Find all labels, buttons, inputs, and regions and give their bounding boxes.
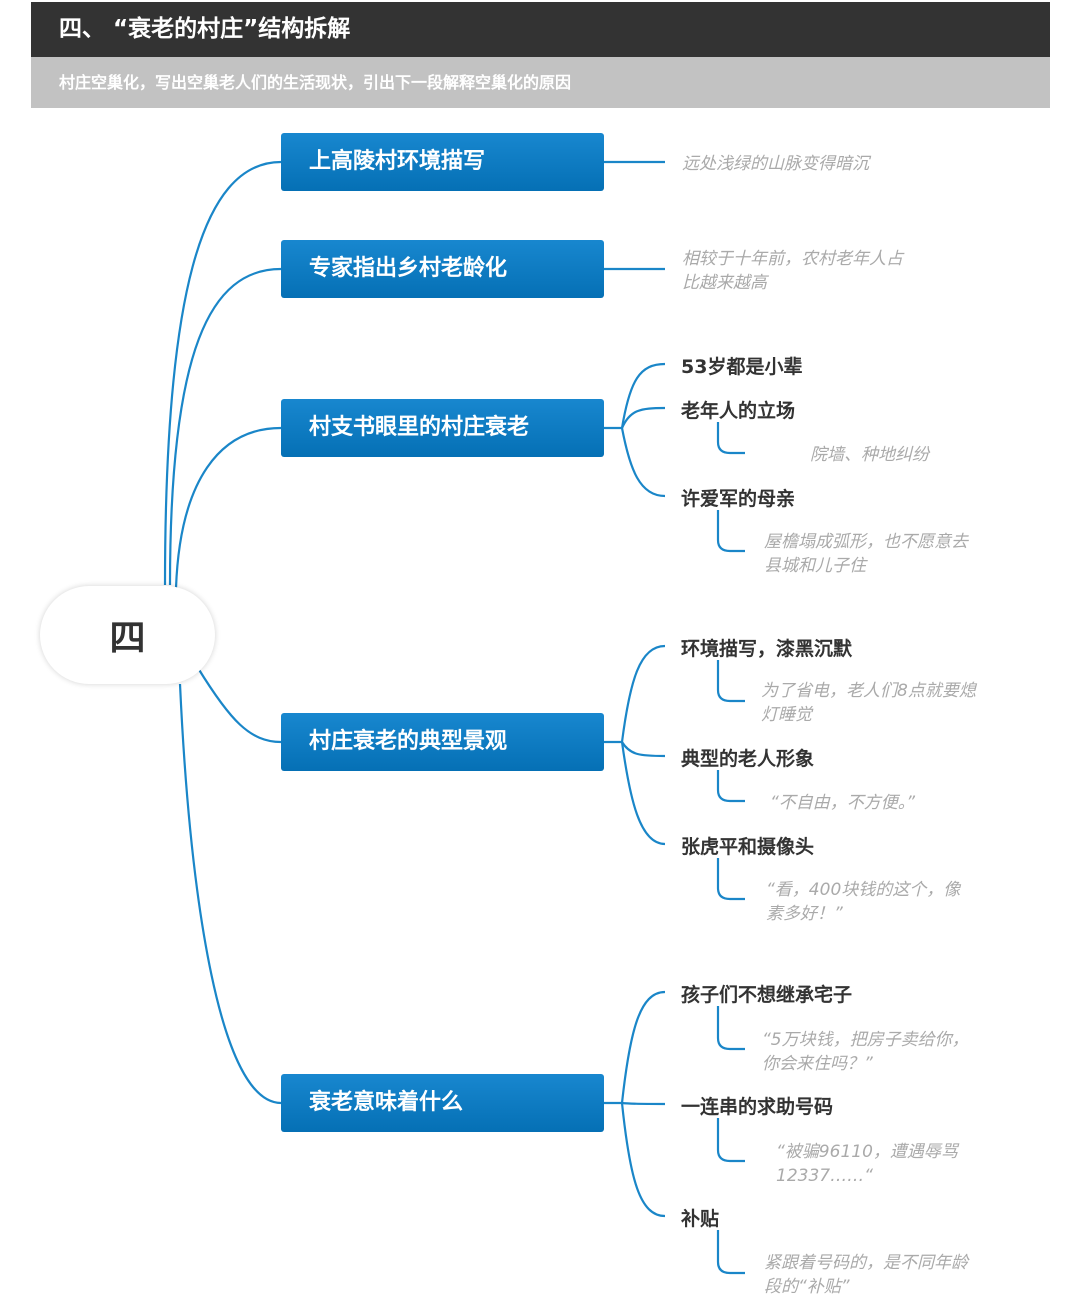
branch-node-typical-scene[interactable]: 村庄衰老的典型景观 bbox=[281, 713, 604, 771]
section-subtitle: 村庄空巢化，写出空巢老人们的生活现状，引出下一段解释空巢化的原因 bbox=[31, 57, 1050, 108]
connector-root-4 bbox=[197, 667, 282, 744]
note: 院墙、种地纠纷 bbox=[810, 445, 929, 465]
connector-branch-5 bbox=[604, 990, 745, 1275]
note: “5万块钱，把房子卖给你， 你会来住吗？” bbox=[762, 1030, 969, 1074]
child-node[interactable]: 孩子们不想继承宅子 bbox=[681, 984, 853, 1006]
section-header: 四、 “衰老的村庄”结构拆解 bbox=[31, 2, 1050, 57]
note: 为了省电，老人们8点就要熄 灯睡觉 bbox=[761, 681, 976, 725]
connector-branch-4 bbox=[604, 644, 745, 901]
child-node[interactable]: 补贴 bbox=[681, 1208, 720, 1230]
connector-root-1 bbox=[163, 160, 282, 586]
child-node[interactable]: 一连串的求助号码 bbox=[681, 1096, 834, 1118]
child-node[interactable]: 老年人的立场 bbox=[681, 400, 796, 422]
root-node[interactable]: 四 bbox=[40, 586, 215, 684]
connector-root-2 bbox=[168, 267, 282, 586]
connector-branch-3 bbox=[604, 362, 745, 553]
note: 相较于十年前，农村老年人占 比越来越高 bbox=[682, 249, 903, 293]
branch-node-environment[interactable]: 上高陵村环境描写 bbox=[281, 133, 604, 191]
connector-root-3 bbox=[174, 426, 282, 589]
note: “不自由，不方便。” bbox=[770, 793, 916, 813]
branch-node-aging-expert[interactable]: 专家指出乡村老龄化 bbox=[281, 240, 604, 298]
child-node[interactable]: 53岁都是小辈 bbox=[681, 356, 803, 378]
branch-node-village-secretary[interactable]: 村支书眼里的村庄衰老 bbox=[281, 399, 604, 457]
note: 屋檐塌成弧形，也不愿意去 县城和儿子住 bbox=[764, 532, 968, 576]
note: “看，400块钱的这个，像 素多好！” bbox=[766, 880, 961, 924]
connector-root-5 bbox=[178, 683, 282, 1105]
note: 紧跟着号码的，是不同年龄 段的“补贴” bbox=[764, 1253, 968, 1297]
child-node[interactable]: 环境描写，漆黑沉默 bbox=[681, 638, 853, 660]
child-node[interactable]: 许爱军的母亲 bbox=[681, 488, 796, 510]
child-node[interactable]: 张虎平和摄像头 bbox=[681, 836, 815, 858]
child-node[interactable]: 典型的老人形象 bbox=[681, 748, 815, 770]
note: 远处浅绿的山脉变得暗沉 bbox=[682, 154, 869, 174]
branch-node-meaning[interactable]: 衰老意味着什么 bbox=[281, 1074, 604, 1132]
note: “被骗96110，遭遇辱骂 12337……“ bbox=[776, 1142, 958, 1186]
